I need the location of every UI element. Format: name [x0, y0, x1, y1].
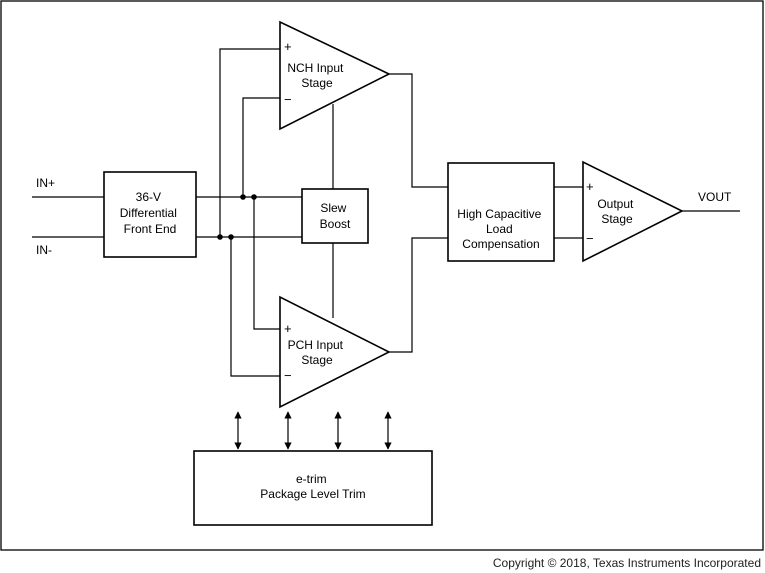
nch-stage-label: Stage — [301, 76, 333, 90]
nch-minus-sign: − — [284, 92, 292, 107]
junction-dots — [217, 194, 257, 240]
front-end-label: 36-V — [136, 190, 161, 204]
junction-dot — [228, 234, 234, 240]
diagram-frame — [0, 0, 764, 551]
pch-stage-label: Stage — [301, 353, 333, 367]
compensation-label: High Capacitive — [457, 207, 541, 221]
etrim-label: e-trim — [296, 472, 327, 486]
output-plus-sign: + — [586, 179, 594, 194]
in-minus-label: IN- — [36, 243, 52, 257]
etrim-label: Package Level Trim — [260, 487, 365, 501]
svg-text:High Capacitive Load C: High Capacitive Load Compensation — [457, 207, 544, 251]
slew-boost-label: Slew — [320, 201, 346, 215]
pch-stage-label: PCH Input — [288, 338, 344, 352]
junction-dot — [217, 234, 223, 240]
junction-dot — [240, 194, 246, 200]
etrim-block — [193, 450, 433, 526]
svg-text:36-V Differential Fron: 36-V Differential Front End — [120, 190, 180, 236]
pch-minus-sign: − — [284, 368, 292, 383]
compensation-block — [447, 162, 555, 262]
svg-text:NCH Input Stage: NCH Input Stage — [287, 61, 346, 90]
svg-text:PCH Input Stage: PCH Input Stage — [288, 338, 347, 367]
in-plus-label: IN+ — [36, 176, 55, 190]
nch-stage-label: NCH Input — [287, 61, 344, 75]
front-end-label: Differential — [120, 206, 177, 220]
compensation-label: Compensation — [462, 237, 539, 251]
pch-amplifier — [279, 295, 391, 409]
output-stage-label: Output — [597, 197, 634, 211]
nch-plus-sign: + — [284, 39, 292, 54]
output-amplifier — [582, 160, 684, 263]
vout-label: VOUT — [698, 190, 732, 204]
nch-amplifier — [279, 20, 391, 131]
front-end-block — [103, 171, 197, 258]
slew-boost-block — [301, 188, 369, 244]
svg-text:e-trim Package Level Trim: e-trim Package Level Trim — [260, 472, 365, 501]
copyright-note: Copyright © 2018, Texas Instruments Inco… — [492, 556, 761, 570]
pch-plus-sign: + — [284, 321, 292, 336]
svg-text:Output Stage: Output Stage — [597, 197, 636, 226]
junction-dot — [251, 194, 257, 200]
svg-text:Slew Boost: Slew Boost — [320, 201, 351, 231]
output-minus-sign: − — [586, 231, 594, 246]
output-stage-label: Stage — [601, 212, 633, 226]
trim-arrows — [234, 411, 392, 450]
compensation-label: Load — [486, 222, 513, 236]
front-end-label: Front End — [124, 222, 177, 236]
slew-boost-label: Boost — [320, 217, 351, 231]
